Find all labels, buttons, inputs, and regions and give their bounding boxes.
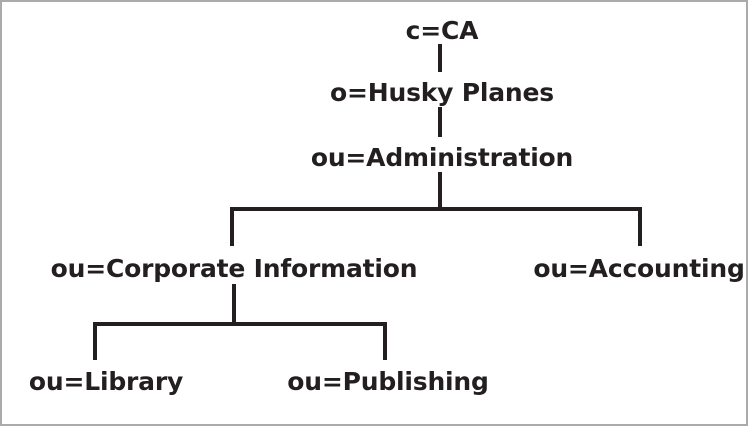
node-accounting[interactable]: ou=Accounting [533,254,745,283]
node-library[interactable]: ou=Library [28,367,184,396]
node-publishing[interactable]: ou=Publishing [287,367,489,396]
node-corporate-information[interactable]: ou=Corporate Information [50,254,418,283]
node-organization[interactable]: o=Husky Planes [330,78,554,107]
node-country[interactable]: c=CA [405,16,479,45]
node-administration[interactable]: ou=Administration [310,143,574,172]
